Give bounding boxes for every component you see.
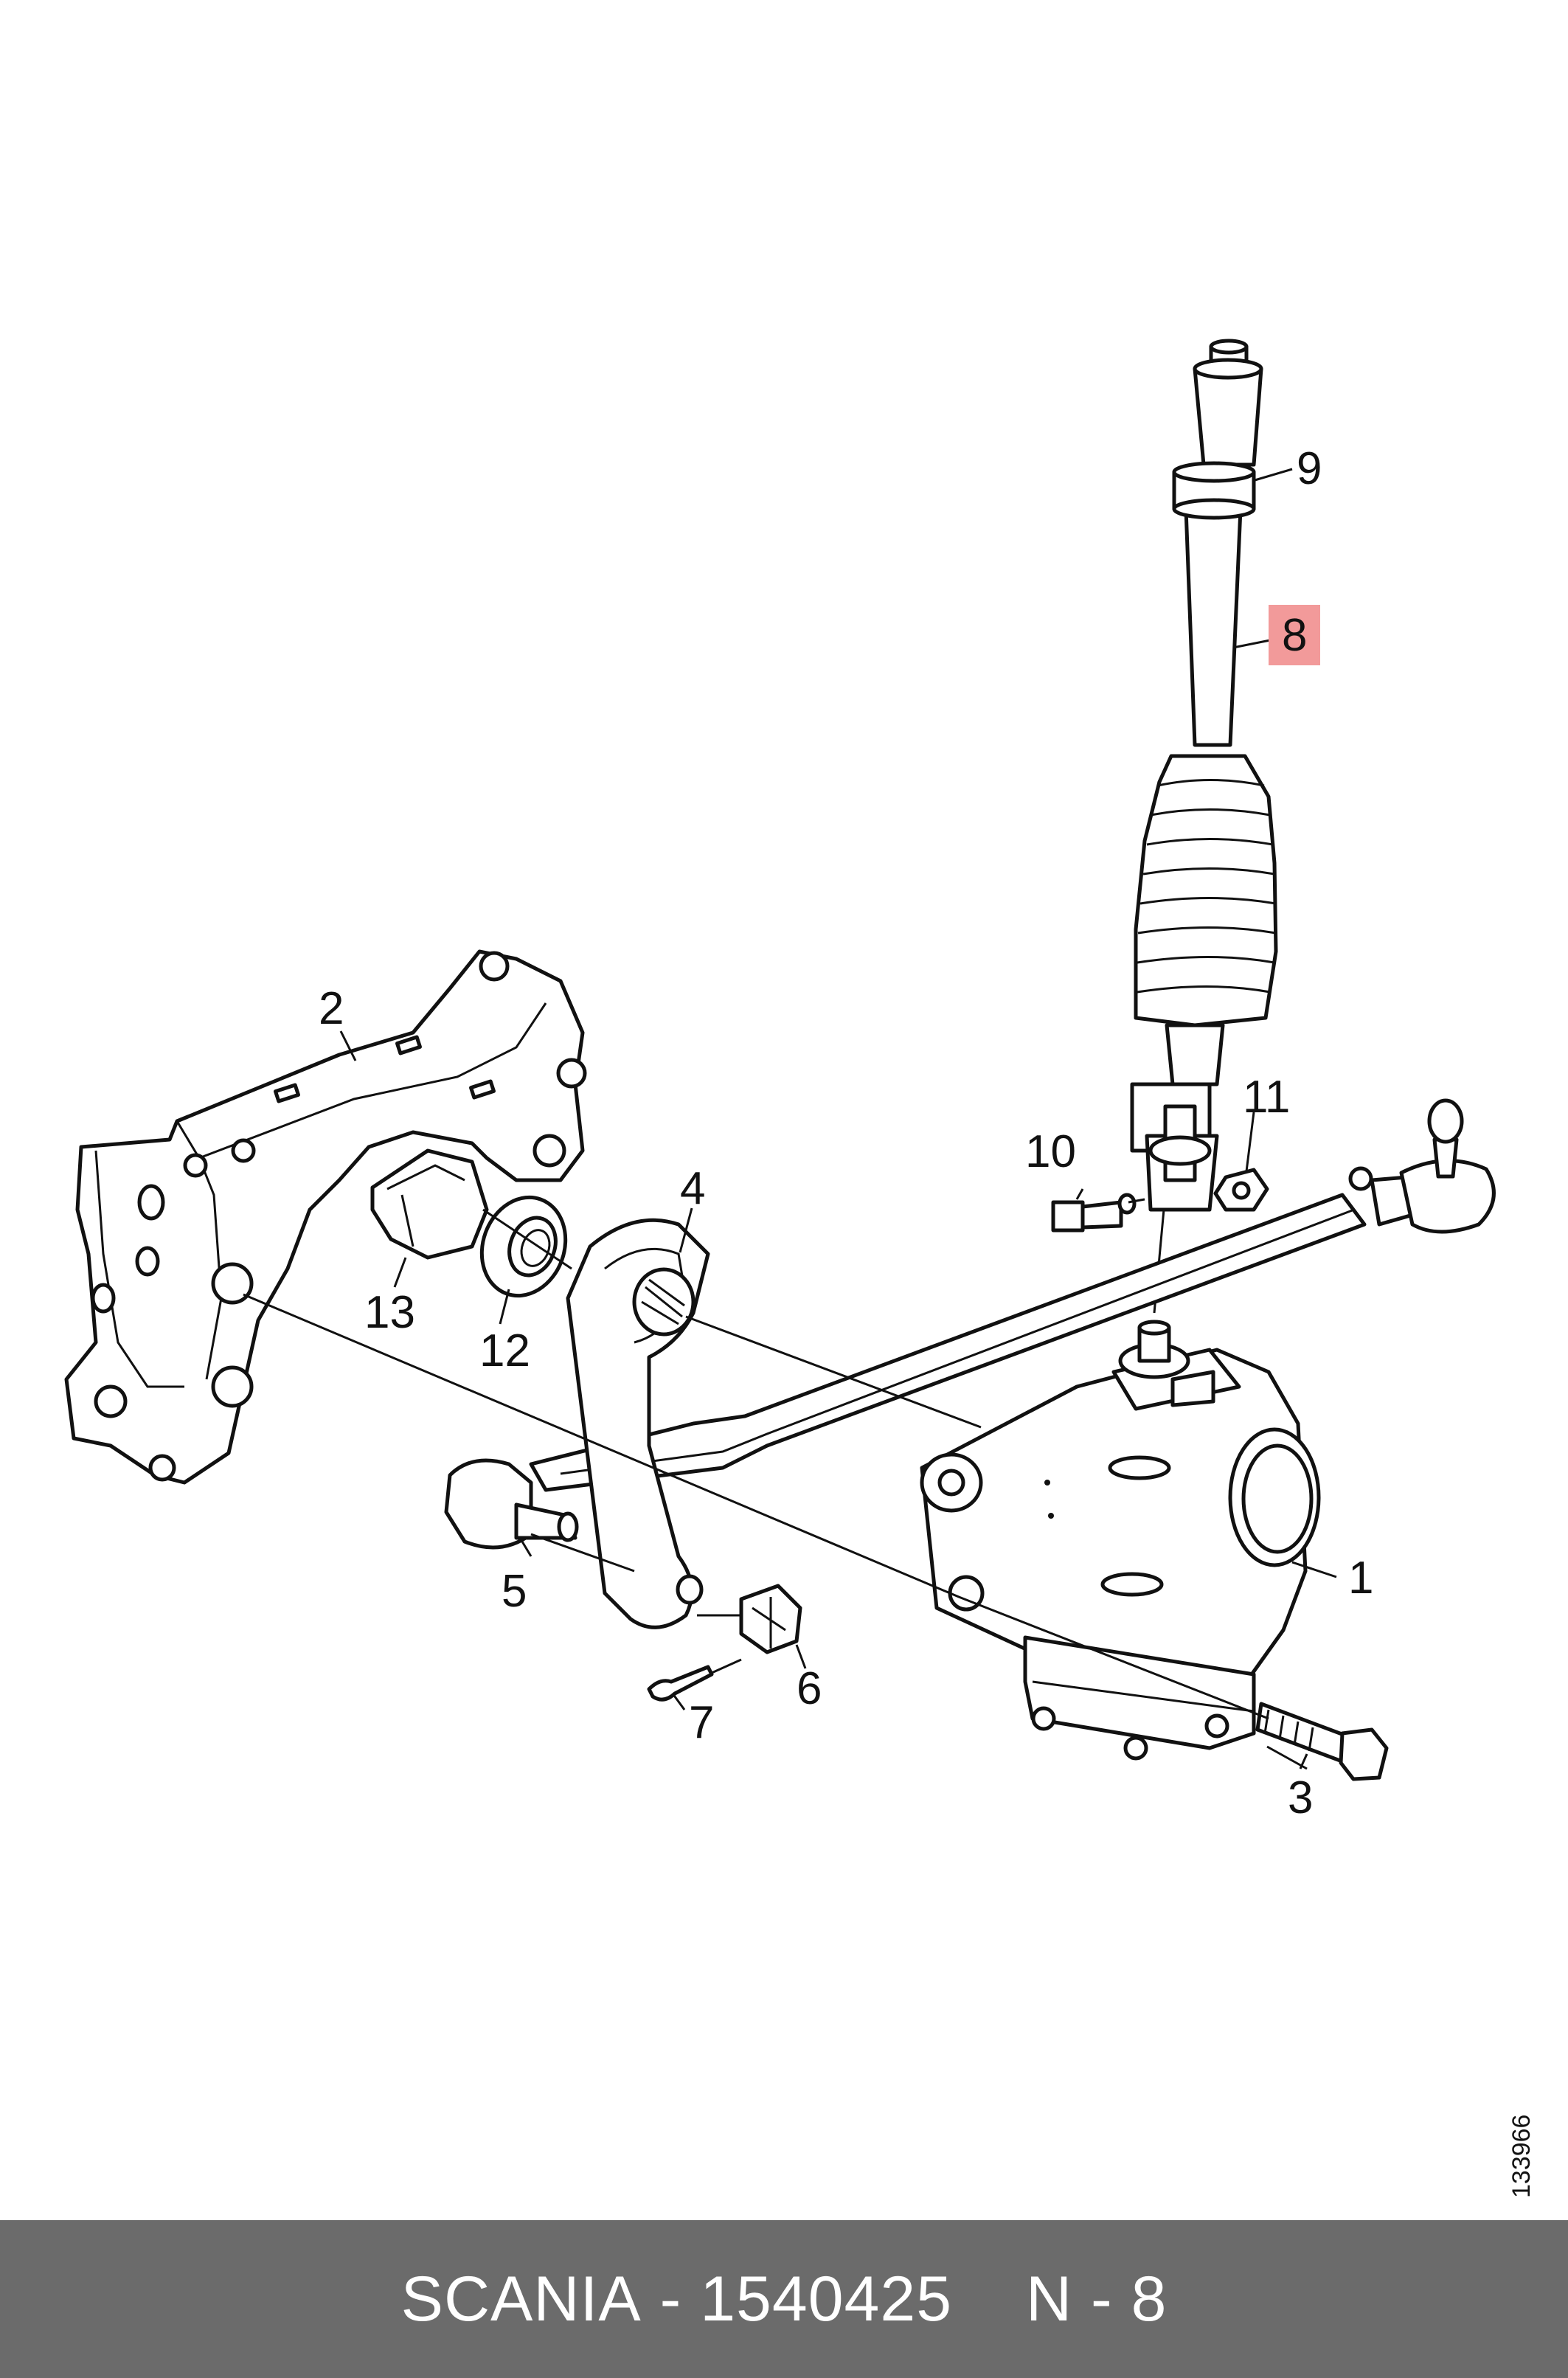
- callout-2: 2: [319, 983, 344, 1034]
- callout-7: 7: [689, 1697, 714, 1748]
- drawing-reference-code: 133966: [1508, 2115, 1536, 2198]
- callout-5: 5: [502, 1566, 527, 1617]
- hex-nut-large: [370, 1148, 489, 1260]
- drag-link: [529, 1098, 1496, 1492]
- collar-ring: [1172, 461, 1256, 520]
- callout-6: 6: [797, 1663, 822, 1714]
- leader-lines: [339, 468, 1337, 1770]
- callout-10: 10: [1025, 1126, 1076, 1177]
- callout-9: 9: [1297, 443, 1322, 494]
- part-number: 1540425: [700, 2263, 953, 2334]
- universal-joint: [1130, 1082, 1219, 1212]
- mounting-bolt: [1255, 1702, 1389, 1781]
- callout-8: 8: [1282, 610, 1307, 661]
- callout-13: 13: [364, 1287, 415, 1338]
- steering-gear-box: [920, 1320, 1321, 1761]
- callout-1: 1: [1348, 1553, 1373, 1604]
- steering-shaft: [1184, 339, 1263, 747]
- assembly-axis-lines: [243, 1198, 1269, 1720]
- callout-4: 4: [680, 1163, 705, 1214]
- callout-12: 12: [479, 1325, 530, 1376]
- pitman-arm: [566, 1218, 710, 1629]
- callout-3: 3: [1288, 1772, 1313, 1823]
- footer-bar: SCANIA - 1540425 N - 8: [0, 2220, 1568, 2378]
- callout-8-highlight: [1269, 605, 1320, 665]
- ball-joint-stud: [444, 1458, 579, 1550]
- frame-bracket: [64, 949, 587, 1485]
- lock-nut: [1213, 1168, 1269, 1212]
- brand-separator: -: [641, 2263, 701, 2334]
- cotter-pin: [647, 1665, 714, 1702]
- brand-name: SCANIA: [400, 2263, 642, 2334]
- bellows-boot: [1134, 754, 1278, 1086]
- castle-nut: [739, 1584, 802, 1654]
- position-label: N - 8: [1026, 2263, 1168, 2334]
- callout-11: 11: [1243, 1072, 1290, 1123]
- exploded-parts-diagram: 9 8 11 10 2 4 13 12 1 5 6 7 3 133966: [64, 339, 1536, 2198]
- pinch-bolt: [1051, 1193, 1137, 1233]
